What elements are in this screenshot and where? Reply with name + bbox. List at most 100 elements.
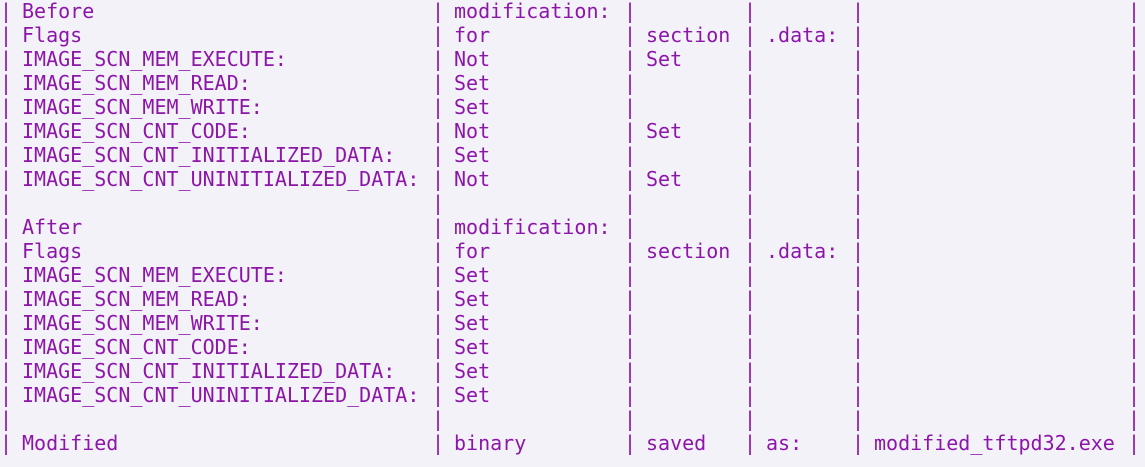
column-separator: |	[1128, 71, 1141, 95]
column-separator: |	[744, 167, 757, 191]
table-cell: IMAGE_SCN_CNT_INITIALIZED_DATA:	[22, 359, 396, 383]
table-cell	[756, 47, 852, 71]
column-separator: |	[432, 287, 445, 311]
table-cell	[12, 407, 432, 431]
column-separator: |	[744, 335, 757, 359]
table-cell	[756, 167, 852, 191]
table-cell	[636, 71, 744, 95]
column-separator: |	[0, 239, 13, 263]
column-separator: |	[1128, 47, 1141, 71]
table-cell: IMAGE_SCN_CNT_UNINITIALIZED_DATA:	[22, 167, 420, 191]
column-separator: |	[852, 47, 865, 71]
column-separator: |	[852, 287, 865, 311]
table-cell: Not	[454, 119, 491, 143]
column-separator: |	[624, 287, 637, 311]
column-separator: |	[0, 359, 13, 383]
table-cell: Not	[454, 167, 491, 191]
column-separator: |	[624, 407, 637, 431]
column-separator: |	[0, 143, 13, 167]
table-cell: Set	[454, 311, 491, 335]
table-cell	[636, 215, 744, 239]
column-separator: |	[1128, 191, 1141, 215]
table-cell: Modified	[22, 431, 119, 455]
column-separator: |	[1128, 335, 1141, 359]
table-cell	[636, 335, 744, 359]
column-separator: |	[0, 167, 13, 191]
table-cell	[756, 95, 852, 119]
table-cell: After	[22, 215, 83, 239]
table-row: |IMAGE_SCN_CNT_CODE:|Not|Set|||	[0, 119, 1145, 143]
column-separator: |	[852, 215, 865, 239]
column-separator: |	[744, 383, 757, 407]
column-separator: |	[0, 287, 13, 311]
table-cell	[864, 167, 1128, 191]
table-cell	[636, 0, 744, 23]
column-separator: |	[624, 119, 637, 143]
column-separator: |	[624, 95, 637, 119]
table-cell	[864, 23, 1128, 47]
column-separator: |	[432, 407, 445, 431]
column-separator: |	[624, 191, 637, 215]
column-separator: |	[624, 23, 637, 47]
table-cell	[864, 335, 1128, 359]
table-cell: as:	[766, 431, 803, 455]
column-separator: |	[0, 383, 13, 407]
table-cell	[636, 287, 744, 311]
column-separator: |	[1128, 119, 1141, 143]
column-separator: |	[624, 335, 637, 359]
table-cell	[636, 143, 744, 167]
table-cell	[756, 71, 852, 95]
table-cell: Set	[646, 119, 683, 143]
table-cell	[756, 191, 852, 215]
column-separator: |	[744, 191, 757, 215]
table-row: |Flags|for|section|.data:||	[0, 23, 1145, 47]
column-separator: |	[624, 167, 637, 191]
column-separator: |	[624, 383, 637, 407]
column-separator: |	[0, 407, 13, 431]
table-cell	[864, 263, 1128, 287]
column-separator: |	[432, 383, 445, 407]
table-cell: IMAGE_SCN_MEM_EXECUTE:	[22, 47, 287, 71]
table-cell	[864, 47, 1128, 71]
column-separator: |	[744, 47, 757, 71]
table-cell	[864, 191, 1128, 215]
table-cell: for	[454, 239, 491, 263]
column-separator: |	[744, 143, 757, 167]
table-cell: .data:	[766, 239, 839, 263]
column-separator: |	[852, 23, 865, 47]
table-row: ||||||	[0, 191, 1145, 215]
table-cell	[864, 119, 1128, 143]
table-cell	[444, 191, 624, 215]
table-cell: IMAGE_SCN_CNT_CODE:	[22, 119, 251, 143]
table-row: |IMAGE_SCN_MEM_READ:|Set||||	[0, 287, 1145, 311]
table-cell: IMAGE_SCN_MEM_EXECUTE:	[22, 263, 287, 287]
table-cell: IMAGE_SCN_MEM_WRITE:	[22, 311, 263, 335]
column-separator: |	[0, 263, 13, 287]
table-cell: IMAGE_SCN_MEM_WRITE:	[22, 95, 263, 119]
column-separator: |	[432, 359, 445, 383]
column-separator: |	[744, 287, 757, 311]
table-cell: Set	[454, 263, 491, 287]
table-row: |IMAGE_SCN_CNT_UNINITIALIZED_DATA:|Not|S…	[0, 167, 1145, 191]
column-separator: |	[744, 407, 757, 431]
column-separator: |	[852, 167, 865, 191]
column-separator: |	[432, 239, 445, 263]
table-cell	[636, 359, 744, 383]
column-separator: |	[744, 0, 757, 23]
column-separator: |	[624, 431, 637, 455]
table-cell	[864, 239, 1128, 263]
table-cell	[444, 407, 624, 431]
table-row: |IMAGE_SCN_MEM_WRITE:|Set||||	[0, 311, 1145, 335]
table-cell	[864, 95, 1128, 119]
table-cell: IMAGE_SCN_MEM_READ:	[22, 71, 251, 95]
table-row: |Flags|for|section|.data:||	[0, 239, 1145, 263]
column-separator: |	[852, 71, 865, 95]
column-separator: |	[1128, 383, 1141, 407]
column-separator: |	[432, 47, 445, 71]
column-separator: |	[624, 71, 637, 95]
column-separator: |	[852, 335, 865, 359]
column-separator: |	[852, 95, 865, 119]
terminal-output: |Before|modification:|||||Flags|for|sect…	[0, 0, 1145, 455]
table-cell	[636, 95, 744, 119]
table-cell	[636, 263, 744, 287]
